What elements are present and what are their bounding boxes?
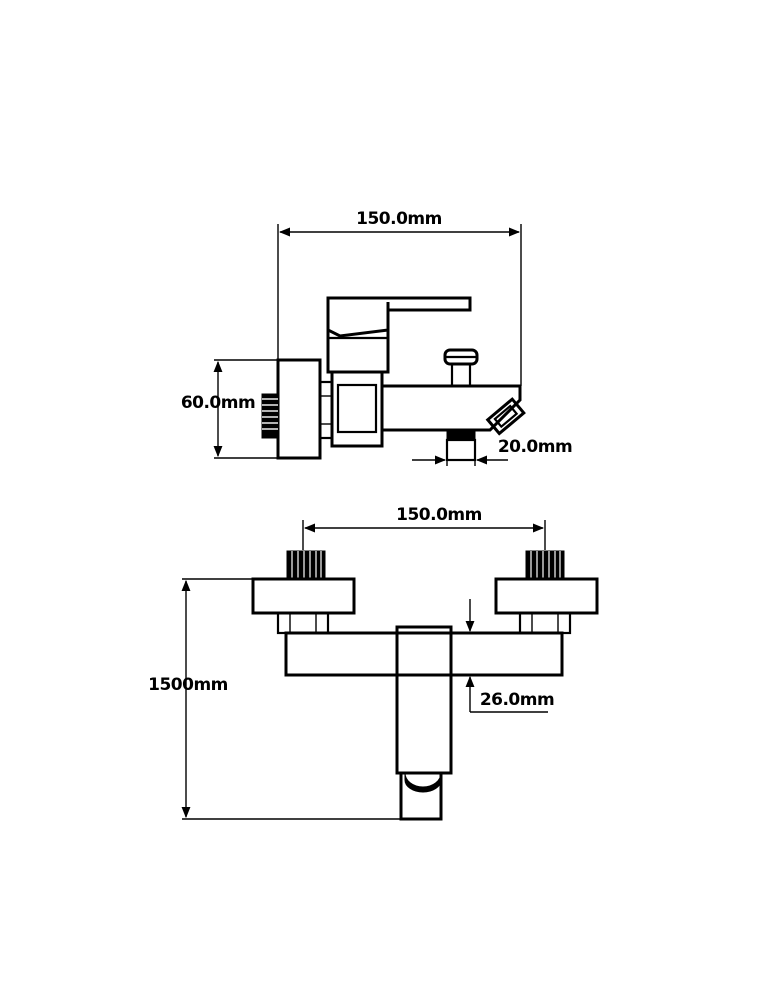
front-view: 150.0mm 1500mm 26.0mm — [148, 505, 599, 821]
front-body-label: 26.0mm — [480, 690, 554, 710]
side-outlet-label: 20.0mm — [498, 437, 572, 457]
threaded-inlet — [261, 393, 279, 439]
mixer-body — [284, 631, 564, 677]
wall-flange — [276, 358, 322, 460]
lever-handle — [326, 296, 472, 338]
right-inlet — [494, 550, 599, 635]
spout-column — [395, 625, 453, 775]
side-view: 150.0mm 60.0mm 20.0mm — [181, 209, 573, 466]
front-spacing-label: 150.0mm — [396, 505, 482, 525]
left-inlet — [251, 550, 356, 635]
diverter-knob — [443, 348, 479, 388]
side-width-label: 150.0mm — [356, 209, 442, 229]
hex-nut — [318, 380, 334, 440]
shower-outlet — [485, 397, 526, 436]
right-flange — [494, 577, 599, 615]
spout-outlet — [399, 771, 443, 821]
side-height-label: 60.0mm — [181, 393, 255, 413]
cartridge-body — [330, 370, 384, 448]
bath-outlet — [445, 429, 477, 462]
left-flange — [251, 577, 356, 615]
front-height-label: 1500mm — [148, 675, 228, 695]
